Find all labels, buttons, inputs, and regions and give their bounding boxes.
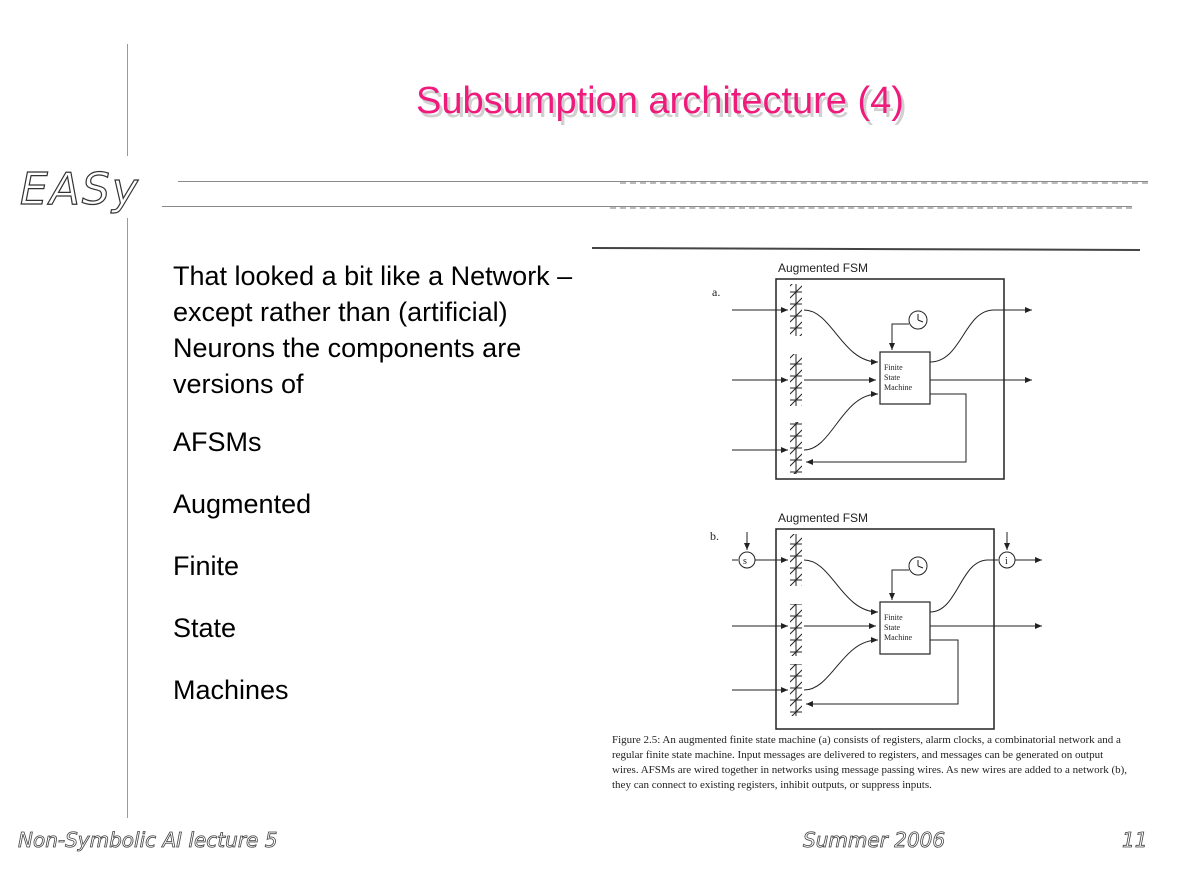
figure-caption: Figure 2.5: An augmented finite state ma…	[612, 734, 1128, 791]
register-icon	[790, 604, 802, 656]
body-item: Machines	[173, 675, 289, 705]
finite-state-machine-box	[879, 351, 931, 405]
suppress-symbol: s	[743, 556, 747, 567]
slide-title: Subsumption architecture (4)	[416, 80, 904, 122]
figure-top-rule	[592, 247, 1141, 251]
panel-a-frame	[775, 278, 1005, 480]
intro-text: That looked a bit like a Network – excep…	[173, 261, 573, 399]
panel-a-letter: a.	[712, 285, 720, 299]
inhibit-symbol: i	[1005, 556, 1008, 567]
body-item: State	[173, 613, 237, 643]
slide-body: That looked a bit like a Network – excep…	[173, 258, 593, 734]
easy-logo: EASy	[19, 163, 140, 215]
panel-a-diagram: a. Augmented FSM Finite State Machine	[712, 261, 1032, 480]
header-dashed-rule-upper	[620, 182, 1148, 184]
register-icon	[790, 664, 802, 716]
register-icon	[790, 422, 802, 474]
left-vertical-rule-bottom	[127, 218, 128, 818]
footer-course: Non-Symbolic AI lecture 5	[18, 828, 278, 853]
body-item: Augmented	[173, 489, 312, 519]
afsm-figure: a. Augmented FSM Finite State Machine b.…	[592, 247, 1141, 730]
panel-b-frame	[775, 528, 995, 730]
fsm-label: State	[884, 373, 900, 382]
suppress-node-icon	[738, 551, 756, 569]
fsm-label: Finite	[884, 363, 903, 372]
register-icon	[790, 284, 802, 336]
panel-b-title: Augmented FSM	[778, 511, 868, 525]
body-item: Finite	[173, 551, 240, 581]
finite-state-machine-box	[879, 601, 931, 655]
header-dashed-rule-lower	[610, 207, 1132, 209]
fsm-label: Finite	[884, 613, 903, 622]
body-item: AFSMs	[173, 427, 262, 457]
panel-b-letter: b.	[710, 529, 719, 543]
left-vertical-rule-top	[127, 44, 128, 156]
fsm-label: Machine	[884, 383, 912, 392]
register-icon	[790, 534, 802, 586]
fsm-label: Machine	[884, 633, 912, 642]
header-rule-upper	[178, 181, 1148, 182]
header-rule-lower	[162, 206, 1132, 207]
register-icon	[790, 354, 802, 406]
fsm-label: State	[884, 623, 900, 632]
footer-term: Summer 2006	[803, 828, 946, 853]
panel-b-diagram: b. Augmented FSM s Finite State Machine …	[710, 511, 1042, 730]
footer-page-number: 11	[1122, 828, 1148, 853]
panel-a-title: Augmented FSM	[778, 261, 868, 275]
